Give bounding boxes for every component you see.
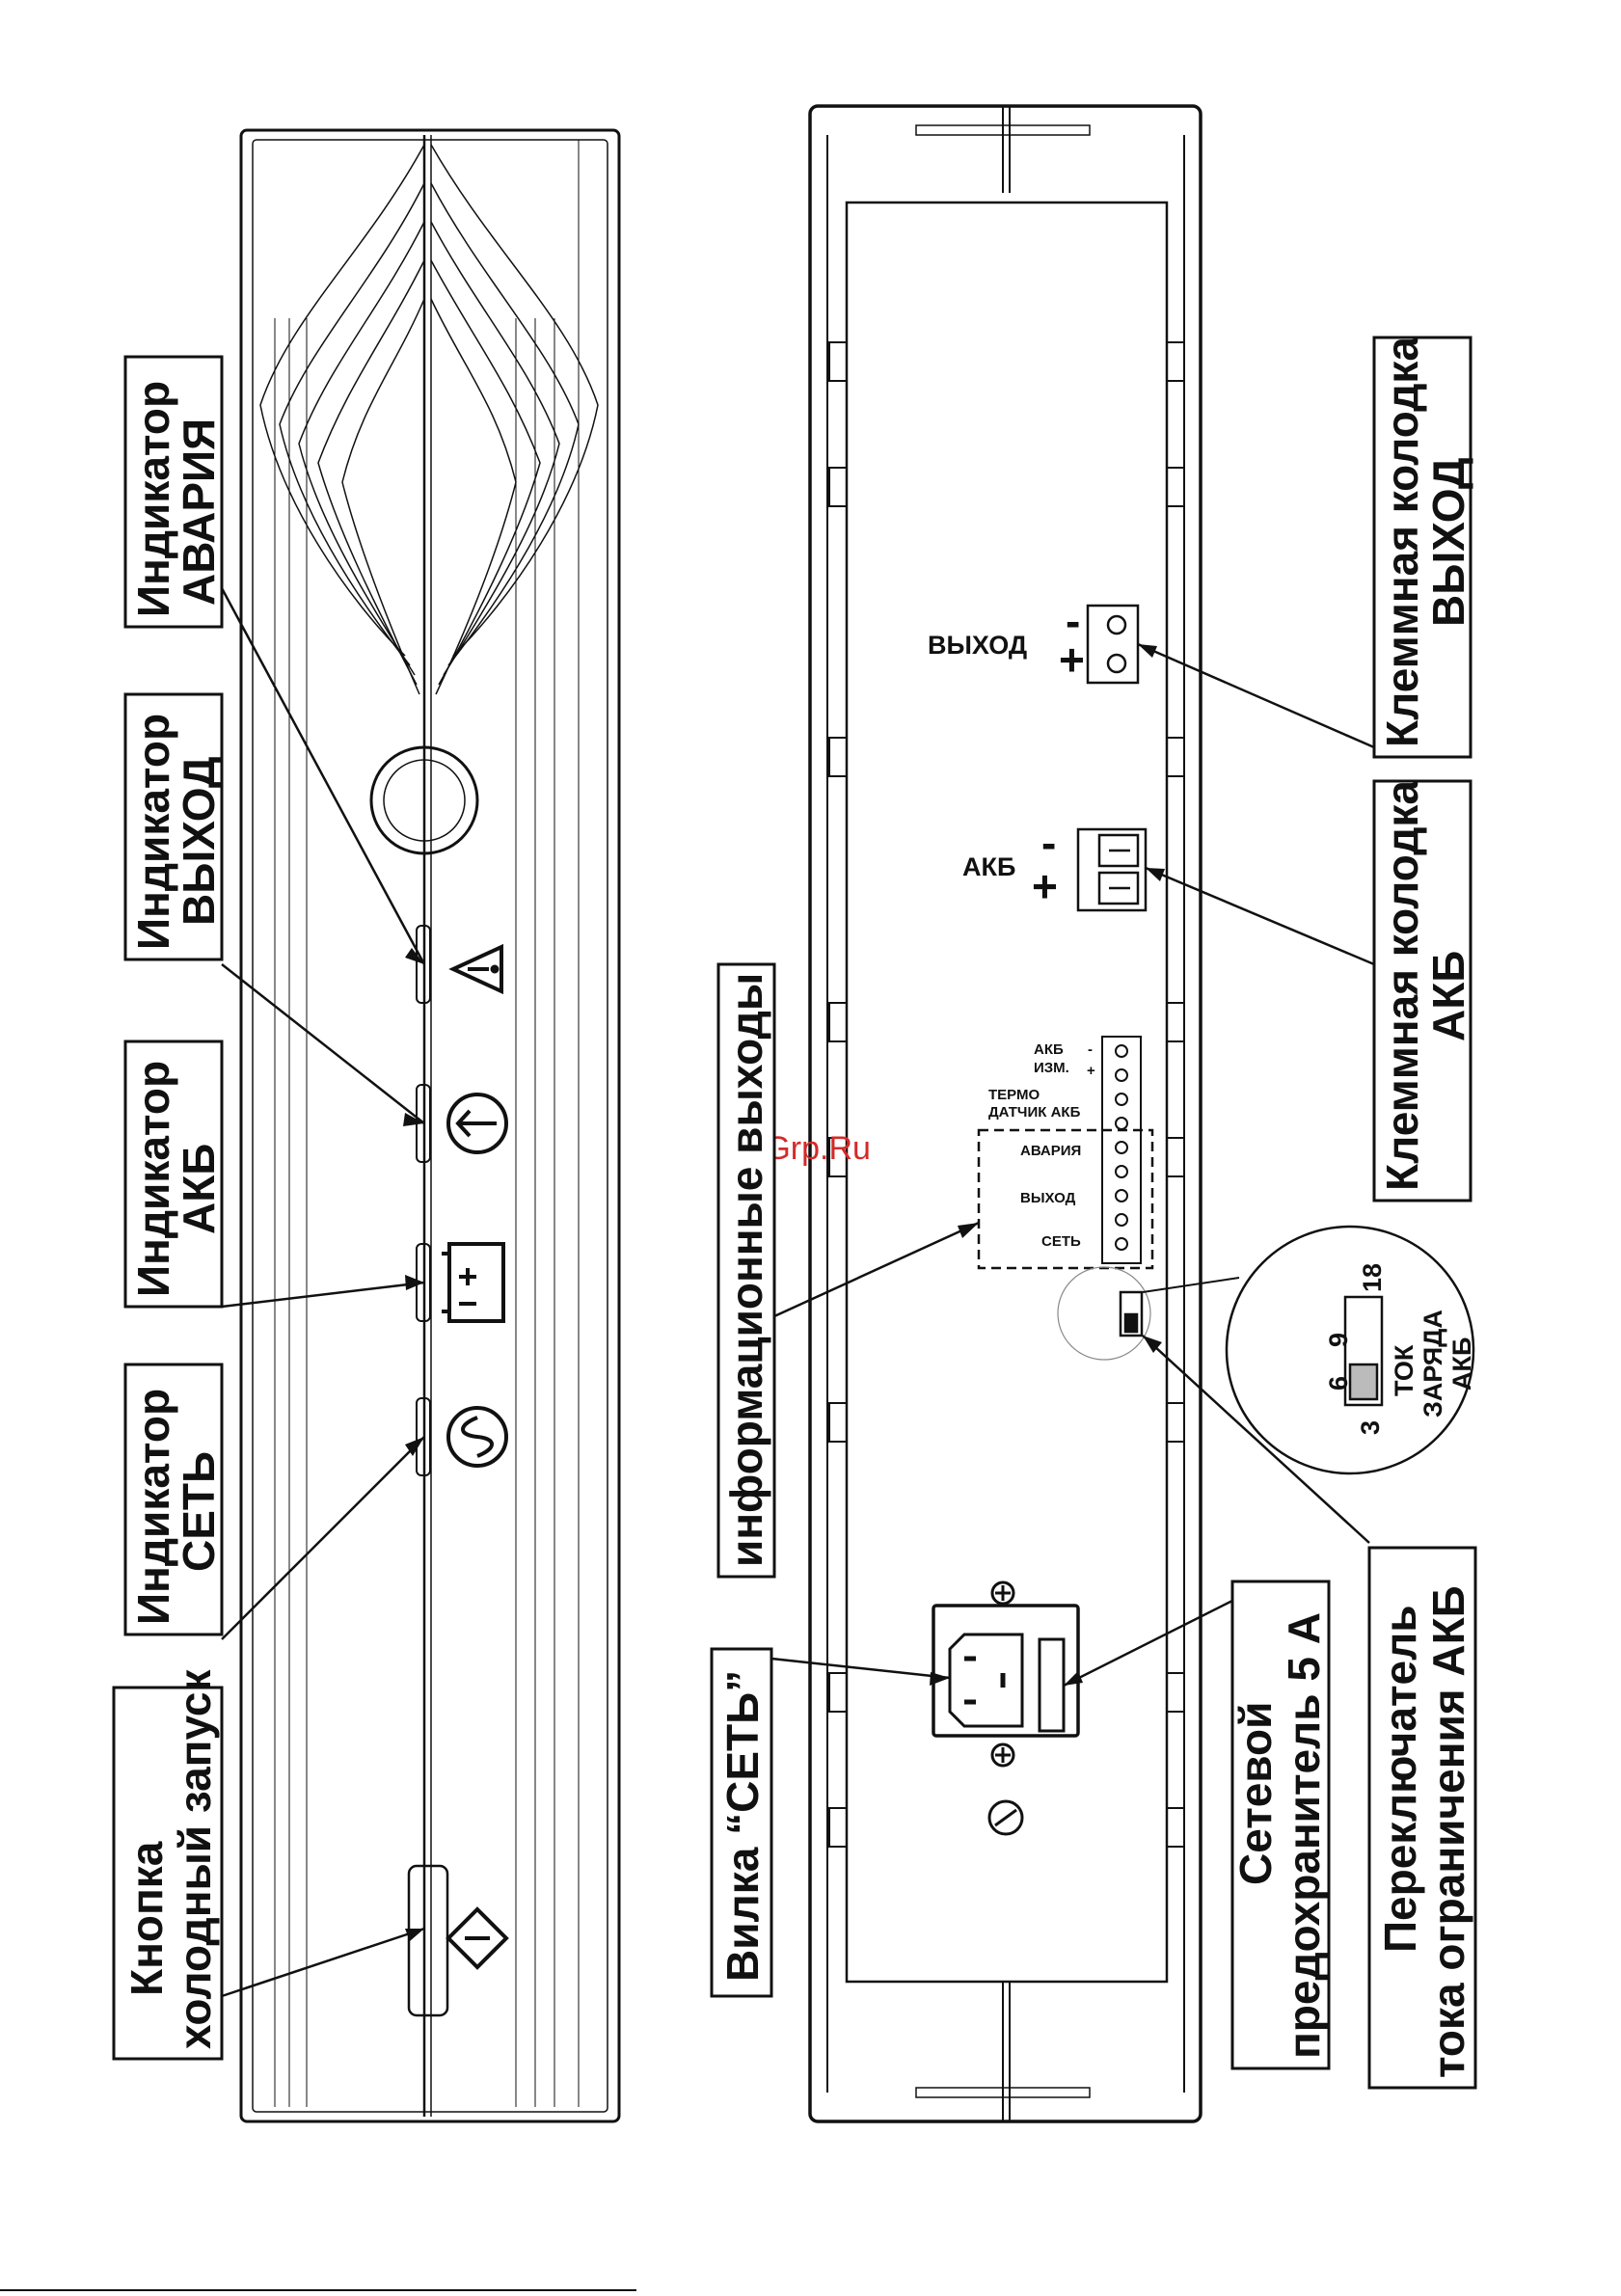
callout-alarm-line1: Индикатор — [128, 381, 178, 617]
tok1-label: ТОК — [1390, 1344, 1418, 1396]
output-terminal-block — [1086, 604, 1140, 685]
dip-switch-magnified — [1142, 1225, 1475, 1544]
callout-cold-start: Кнопка холодный запуск — [112, 1669, 224, 2061]
arrow-up-icon — [446, 1093, 508, 1154]
callout-cold-start-line2: холодный запуск — [170, 1669, 220, 2049]
term-minus-small: - — [1088, 1041, 1093, 1058]
battery-terminal-block — [1076, 827, 1148, 912]
callout-switch: Переключатель тока ограничения АКБ — [1367, 1546, 1477, 2090]
callout-battery-line1: Индикатор — [128, 1061, 178, 1297]
callout-alarm: Индикатор АВАРИЯ — [123, 355, 224, 629]
battery-plus: + — [1032, 861, 1058, 911]
callout-plug-text: Вилка “СЕТЬ” — [717, 1670, 768, 1982]
sine-wave-icon — [446, 1406, 508, 1468]
switch-6-label: 6 — [1324, 1376, 1353, 1391]
tok2-label: ЗАРЯДА — [1418, 1310, 1447, 1418]
switch-18-label: 18 — [1358, 1263, 1387, 1292]
callout-fuse: Сетевой предохранитель 5 А — [1230, 1580, 1331, 2070]
callout-output-line2: ВЫХОД — [174, 756, 224, 926]
callout-mains: Индикатор СЕТЬ — [123, 1363, 224, 1636]
callout-output-line1: Индикатор — [128, 714, 178, 950]
power-diamond-icon — [446, 1906, 509, 1970]
callout-mains-line2: СЕТЬ — [174, 1451, 224, 1572]
callout-term-akb: Клеммная колодка АКБ — [1372, 779, 1473, 1202]
callout-battery: Индикатор АКБ — [123, 1040, 224, 1309]
battery-icon — [442, 1242, 505, 1323]
term-output-label: ВЫХОД — [1020, 1190, 1076, 1206]
term-mains-label: СЕТЬ — [1041, 1233, 1081, 1250]
tok3-label: АКБ — [1447, 1337, 1476, 1391]
battery-minus: - — [1041, 818, 1056, 868]
callout-battery-line2: АКБ — [174, 1144, 224, 1234]
dip-switch-highlight — [1057, 1266, 1151, 1361]
callout-info-outputs-text: информационные выходы — [721, 973, 771, 1567]
switch-arrow-head — [1143, 1336, 1162, 1353]
callout-alarm-line2: АВАРИЯ — [174, 419, 224, 606]
output-plus: + — [1059, 635, 1085, 685]
term-thermo1-label: ТЕРМО — [988, 1087, 1040, 1103]
callout-fuse-line1: Сетевой — [1230, 1702, 1281, 1885]
term-izm-label: ИЗМ. — [1034, 1060, 1069, 1076]
callout-switch-line2: тока ограничения АКБ — [1423, 1585, 1473, 2078]
info-outputs-dashed-box — [977, 1128, 1154, 1270]
callout-info-outputs: информационные выходы — [716, 962, 776, 1579]
callout-switch-line1: Переключатель — [1375, 1605, 1425, 1953]
callout-term-out: Клеммная колодка ВЫХОД — [1372, 336, 1473, 759]
callout-term-out-line2: ВЫХОД — [1423, 457, 1473, 627]
callout-term-akb-line2: АКБ — [1423, 951, 1473, 1041]
term-thermo2-label: ДАТЧИК АКБ — [988, 1104, 1081, 1121]
switch-9-label: 9 — [1324, 1333, 1353, 1347]
rear-leader-lines — [770, 642, 1375, 1688]
front-arrow-heads — [403, 948, 424, 1941]
term-akb-label: АКБ — [1034, 1041, 1064, 1058]
callout-term-akb-line1: Клеммная колодка — [1377, 780, 1427, 1191]
output-minus: - — [1066, 596, 1080, 646]
warning-triangle-icon — [448, 943, 503, 995]
callout-term-out-line1: Клеммная колодка — [1377, 337, 1427, 747]
rear-arrow-heads — [930, 644, 1165, 1686]
term-alarm-label: АВАРИЯ — [1020, 1143, 1081, 1159]
callout-fuse-line2: предохранитель 5 А — [1279, 1612, 1329, 2059]
front-panel — [239, 128, 621, 2123]
battery-terminal-label: АКБ — [962, 852, 1015, 881]
front-leader-lines — [220, 587, 426, 1998]
switch-3-label: 3 — [1356, 1420, 1385, 1435]
dip-switch — [1119, 1290, 1144, 1337]
info-terminal-strip — [1101, 1036, 1142, 1264]
mains-socket — [932, 1580, 1080, 1836]
callout-mains-line1: Индикатор — [128, 1389, 178, 1625]
callout-plug: Вилка “СЕТЬ” — [710, 1647, 773, 1998]
rear-panel — [808, 104, 1202, 2123]
callout-output: Индикатор ВЫХОД — [123, 692, 224, 961]
callout-cold-start-line1: Кнопка — [122, 1841, 172, 1996]
term-plus-small: + — [1087, 1063, 1095, 1079]
output-terminal-label: ВЫХОД — [928, 631, 1027, 660]
